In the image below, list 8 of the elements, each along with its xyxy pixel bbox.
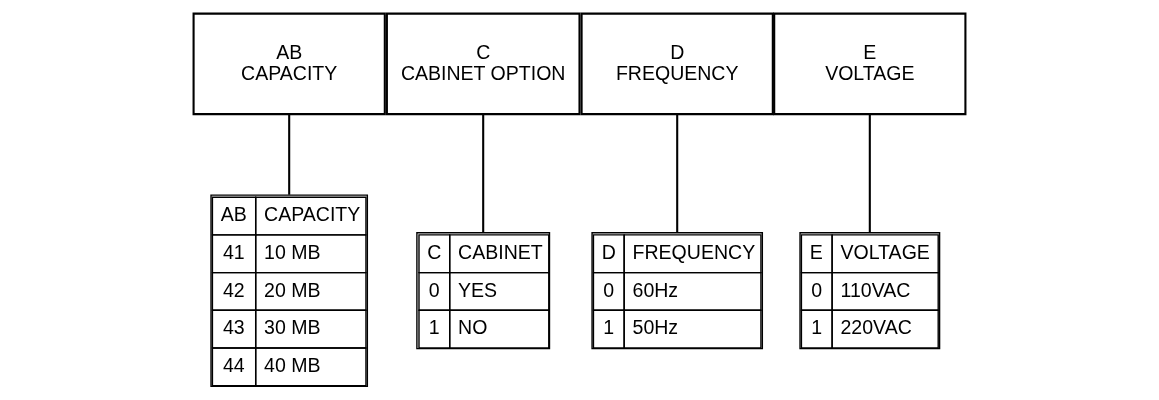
node-box: D FREQUENCY [580, 12, 774, 116]
connector [868, 114, 871, 233]
node-box: AB CAPACITY [192, 12, 386, 116]
node-box: C CABINET OPTION [385, 12, 581, 116]
connector [288, 114, 291, 195]
connector [482, 114, 485, 233]
connector [676, 114, 679, 233]
node-box: E VOLTAGE [773, 12, 967, 116]
